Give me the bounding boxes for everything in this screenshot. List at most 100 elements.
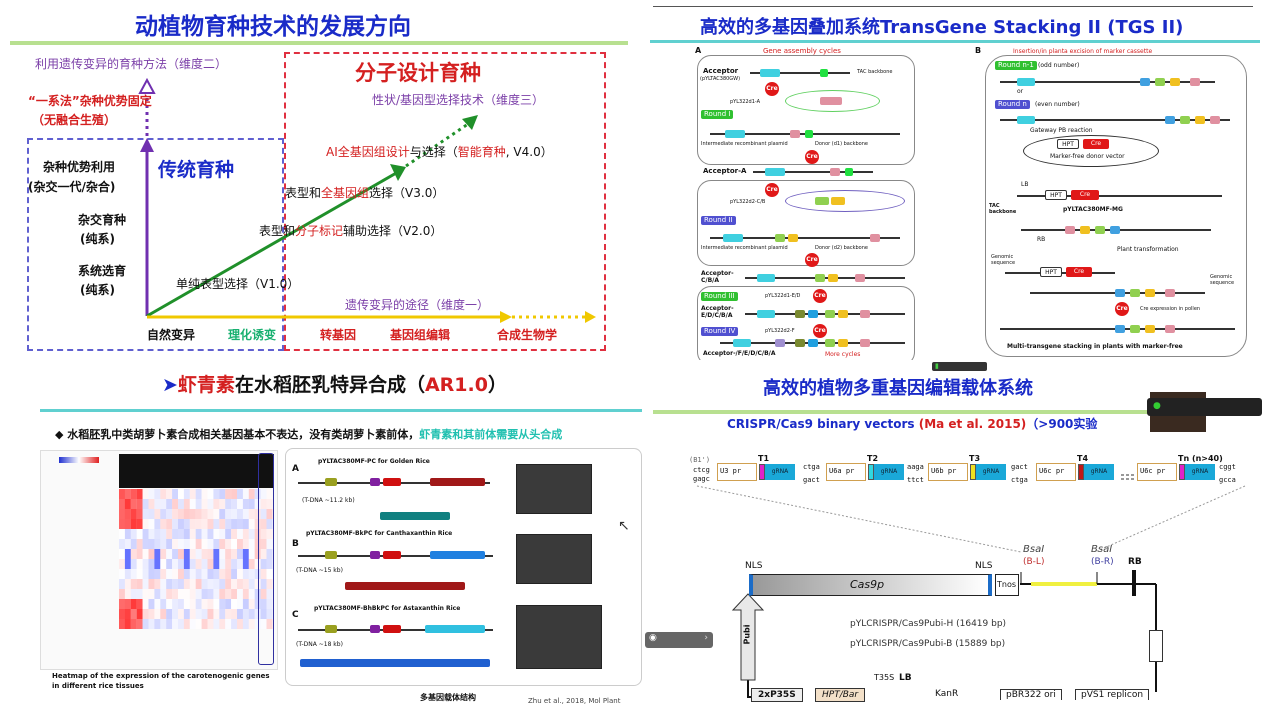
target-label: Tn (n>40) — [1178, 454, 1223, 463]
heatmap-cell — [254, 489, 261, 499]
bullet-text: ◆ 水稻胚乳中类胡萝卜素合成相关基因基本不表达，没有类胡萝卜素前体，虾青素和其前… — [55, 426, 562, 442]
v2-text-a: 表型和 — [259, 224, 296, 238]
heatmap-cell — [142, 539, 149, 549]
p35s-promoter: 2xP35S — [751, 688, 803, 702]
genomic-right-label: Genomic sequence — [1210, 274, 1235, 286]
heatmap-cell — [248, 569, 255, 579]
heatmap-cell — [242, 619, 249, 629]
heatmap-cell — [195, 619, 202, 629]
heatmap-cell — [119, 609, 125, 619]
molecular-box — [284, 52, 606, 351]
panel-b-heading: Insertion/in planta excision of marker c… — [1013, 48, 1153, 55]
traditional-heading: 传统育种 — [158, 159, 235, 181]
heatmap-cell — [254, 539, 261, 549]
heatmap-cell — [266, 539, 273, 549]
label-b: B — [292, 539, 299, 549]
heatmap-cell — [183, 489, 190, 499]
more-cycles-label: More cycles — [825, 351, 861, 358]
grna-block: gRNA — [765, 464, 795, 480]
label-a: A — [292, 464, 299, 474]
heatmap-cell — [124, 599, 131, 609]
return-button[interactable]: ◉› — [645, 632, 713, 648]
label-c: C — [292, 610, 299, 620]
vector-figure — [285, 448, 642, 686]
heatmap-cell — [225, 619, 232, 629]
heatmap-cell — [183, 539, 190, 549]
heatmap-cell — [266, 589, 273, 599]
round-1-frame — [697, 55, 915, 165]
heatmap-cell — [248, 619, 255, 629]
heatmap-cell — [219, 499, 226, 509]
heatmap-cell — [166, 499, 173, 509]
heatmap-cell — [260, 589, 267, 599]
kan-label: KanR — [935, 689, 959, 699]
heatmap-cell — [183, 509, 190, 519]
hybrid-sub: (杂交一代/杂合) — [28, 180, 116, 194]
seq-left-top: ctcg — [693, 466, 710, 474]
heatmap-cell — [166, 559, 173, 569]
heatmap-cell — [124, 489, 131, 499]
chevron-right-icon: › — [704, 633, 708, 643]
heatmap-cell — [219, 579, 226, 589]
heatmap-cell — [136, 519, 143, 529]
heatmap-cell — [231, 509, 238, 519]
heatmap-cell — [219, 609, 226, 619]
heatmap-cell — [225, 539, 232, 549]
heatmap-cell — [130, 529, 137, 539]
heatmap-cell — [148, 529, 155, 539]
heatmap-cell — [148, 489, 155, 499]
heatmap-cell — [237, 499, 243, 509]
heatmap-cell — [237, 589, 243, 599]
heatmap-cell — [136, 539, 143, 549]
heatmap-cell — [237, 489, 243, 499]
heatmap-cell — [237, 519, 243, 529]
v2-label: 表型和分子标记辅助选择（V2.0） — [259, 222, 442, 239]
heatmap-cell — [160, 579, 167, 589]
panel-b-letter: B — [975, 46, 982, 55]
heatmap-cell — [225, 569, 232, 579]
heatmap-cell — [124, 559, 131, 569]
heatmap-cell — [119, 559, 125, 569]
title-rest: 在水稻胚乳特异合成（ — [234, 374, 425, 396]
round-n1-badge: Round n-1 — [995, 61, 1037, 70]
heatmap-cell — [207, 539, 214, 549]
heatmap-cell — [225, 579, 232, 589]
vector-b-label: pYLCRISPR/Cas9Pubi-B (15889 bp) — [850, 639, 1006, 649]
v1-label: 单纯表型选择（V1.0） — [176, 277, 300, 291]
title-divider — [650, 40, 1260, 43]
v2-red-text: 分子标记 — [295, 224, 344, 238]
heatmap-cell — [242, 609, 249, 619]
heatmap-cell — [231, 609, 238, 619]
heatmap-cell — [154, 619, 161, 629]
heatmap-cell — [248, 519, 255, 529]
promoter-arrow: U6b pr — [928, 463, 968, 481]
heatmap-cell — [154, 599, 161, 609]
heatmap-cell — [237, 509, 243, 519]
heatmap-cell — [266, 579, 273, 589]
inter2-label: Intermediate recombinant plasmid — [701, 245, 788, 251]
heatmap-cell — [266, 529, 273, 539]
heatmap-cell — [148, 509, 155, 519]
nls-right: NLS — [975, 561, 993, 571]
target-label: T3 — [969, 454, 981, 463]
heatmap-cell — [178, 589, 184, 599]
bullet-black-text: 水稻胚乳中类胡萝卜素合成相关基因基本不表达，没有类胡萝卜素前体， — [67, 428, 420, 441]
heatmap-cell — [160, 509, 167, 519]
heatmap-cell — [124, 529, 131, 539]
heatmap-cell — [166, 619, 173, 629]
heatmap-cell — [189, 619, 196, 629]
heatmap-cell — [124, 569, 131, 579]
heatmap-caption-2: in different rice tissues — [52, 682, 144, 690]
endosperm-highlight — [258, 453, 274, 665]
tnos-box: Tnos — [995, 574, 1019, 596]
heatmap-cell — [201, 579, 208, 589]
heatmap-cell — [136, 489, 143, 499]
heatmap-cell — [254, 589, 261, 599]
slide-astaxanthin: ➤虾青素在水稻胚乳特异合成（AR1.0） ◆ 水稻胚乳中类胡萝卜素合成相关基因基… — [0, 362, 642, 718]
heatmap-cell — [219, 589, 226, 599]
heatmap-cell — [189, 489, 196, 499]
heatmap-cell — [166, 569, 173, 579]
or-label: or — [1017, 88, 1024, 95]
heatmap-cell — [124, 499, 131, 509]
